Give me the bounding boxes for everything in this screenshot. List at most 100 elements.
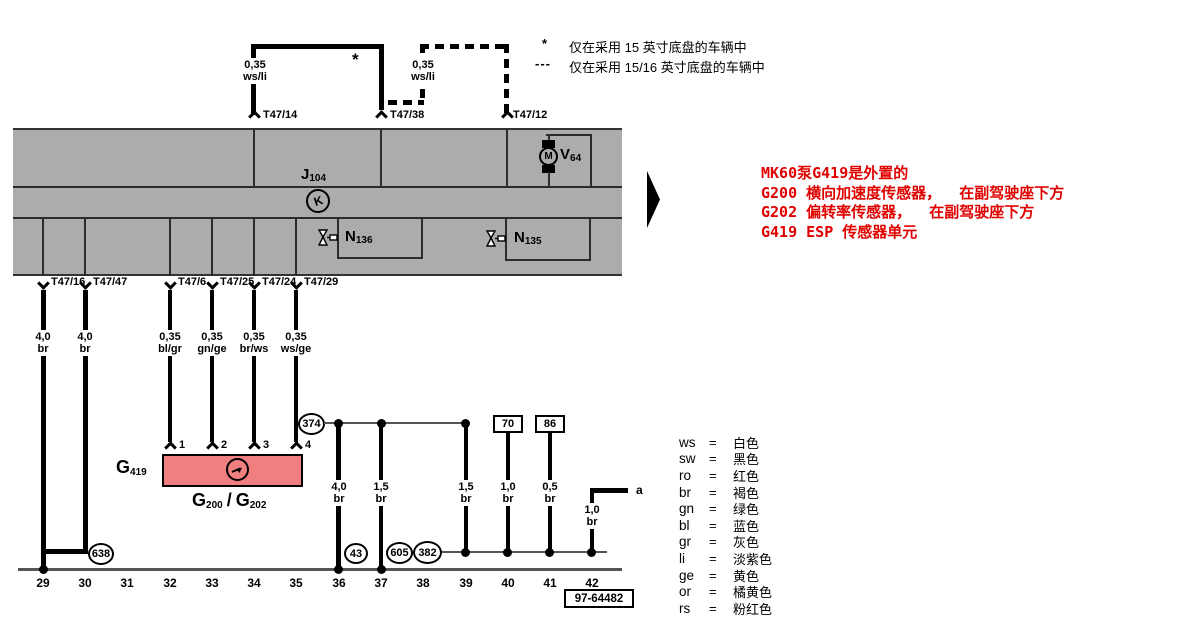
wire-color: br [544, 493, 556, 505]
wire-t47-38-vertical [379, 44, 384, 110]
component-sub: 202 [249, 500, 267, 511]
legend-row: rs=粉红色 [679, 600, 772, 617]
wire-label: 0,35 bl/gr [150, 330, 190, 356]
equals-sign: = [709, 517, 717, 533]
terminal-label: T47/25 [220, 276, 255, 288]
track-number: 31 [120, 576, 134, 590]
v64-lead-top [548, 136, 550, 141]
band-lead [253, 219, 255, 276]
wire-color: br/ws [239, 343, 269, 355]
sensor-symbol-icon [226, 458, 249, 481]
terminal-label: T47/14 [263, 109, 298, 121]
track-number: 36 [332, 576, 346, 590]
wire-label: 0,35 br/ws [234, 330, 274, 356]
legend-row: li=淡紫色 [679, 550, 772, 567]
arrow-down-icon [37, 277, 50, 290]
color-code: gn [679, 501, 695, 517]
wire-label: 4,0 br [69, 330, 101, 356]
track-number: 42 [585, 576, 599, 590]
dash-note-text: 仅在采用 15/16 英寸底盘的车辆中 [569, 60, 765, 75]
wire-label: 0,35 ws/ge [276, 330, 316, 356]
legend-row: gr=灰色 [679, 534, 772, 551]
legend-row: sw=黑色 [679, 451, 772, 468]
wire-size: 0,35 [244, 59, 266, 71]
color-name: 灰色 [733, 535, 760, 551]
wire-size: 1,5 [458, 481, 474, 493]
motor-icon: M [539, 147, 558, 166]
terminal-label: T47/6 [178, 276, 207, 288]
component-label-v64: V64 [560, 146, 581, 164]
wire-color: br [333, 493, 345, 505]
star-note-text: 仅在采用 15 英寸底盘的车辆中 [569, 40, 747, 55]
terminal-label: T47/38 [390, 109, 425, 121]
wire-track30 [83, 290, 88, 554]
component-letter: J [301, 166, 310, 183]
color-code: or [679, 584, 692, 600]
wire-t47-6 [168, 290, 172, 442]
equals-sign: = [709, 567, 717, 583]
pin-number: 3 [263, 439, 270, 451]
component-letter: G [235, 490, 250, 510]
band-lead [506, 130, 508, 186]
pin-number: 4 [305, 439, 312, 451]
color-name: 红色 [733, 468, 760, 484]
wire-size: 1,5 [373, 481, 389, 493]
color-code: rs [679, 600, 691, 616]
component-label-n136: N136 [345, 228, 373, 246]
ground-dot [39, 565, 48, 574]
arrow-down-icon [206, 277, 219, 290]
track-number: 41 [543, 576, 557, 590]
wire-color: br [586, 516, 598, 528]
wire-size: 0,35 [285, 331, 307, 343]
band-lead [169, 219, 171, 276]
motor-brush-icon [542, 140, 555, 148]
wire-color: ws/ge [280, 343, 312, 355]
color-name: 黑色 [733, 452, 760, 468]
pin-number: 1 [179, 439, 186, 451]
component-label-g419: G419 [116, 457, 147, 478]
color-code: li [679, 550, 685, 566]
component-letter: G [116, 457, 131, 477]
ground-rail [18, 568, 622, 571]
equals-sign: = [709, 534, 717, 550]
color-name: 淡紫色 [733, 551, 773, 567]
arrow-up-icon [206, 441, 219, 454]
wire-label: 4,0 br [323, 480, 355, 506]
track-number: 39 [459, 576, 473, 590]
component-sub: 135 [524, 236, 542, 247]
legend-row: or=橘黄色 [679, 583, 772, 600]
component-letter: N [345, 228, 356, 245]
component-label-g200-g202: G200/G202 [192, 490, 266, 511]
band-lead [295, 219, 297, 276]
ground-dot [377, 565, 386, 574]
component-sub: 136 [355, 235, 373, 246]
color-name: 褐色 [733, 485, 760, 501]
junction-rail-374 [324, 422, 466, 424]
wire-size: 1,0 [500, 481, 516, 493]
red-note-line: G419 ESP 传感器单元 [761, 222, 918, 241]
wire-size: 0,35 [412, 59, 434, 71]
color-legend: ws=白色 sw=黑色 ro=红色 br=褐色 gn=绿色 bl=蓝色 gr=灰… [679, 434, 772, 617]
wire-color: bl/gr [158, 343, 182, 355]
wire-size: 0,35 [159, 331, 181, 343]
continuation-label-a: a [636, 483, 643, 497]
junction-rail-382 [442, 551, 607, 553]
band-divider-line [13, 186, 622, 188]
wire-t47-25 [210, 290, 214, 442]
n135-box-right [589, 219, 591, 261]
color-name: 橘黄色 [733, 585, 773, 601]
connector-638: 638 [88, 543, 114, 565]
wire-track42-horizontal [590, 488, 628, 493]
color-name: 白色 [733, 435, 760, 451]
wire-color: br [37, 343, 49, 355]
connector-374: 374 [298, 413, 325, 435]
track-number: 35 [289, 576, 303, 590]
n135-box-left [505, 219, 507, 261]
n136-box-bottom [337, 257, 423, 259]
n135-box-bottom [505, 259, 591, 261]
color-name: 黄色 [733, 568, 760, 584]
wire-track29 [41, 290, 46, 572]
track-number: 37 [374, 576, 388, 590]
wire-size: 4,0 [35, 331, 51, 343]
